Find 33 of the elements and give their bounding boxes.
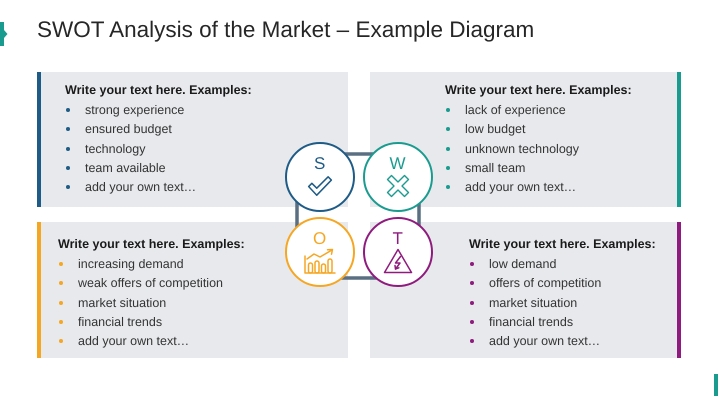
text-panel (37, 222, 348, 358)
diagram-title: SWOT Analysis of the Market – Example Diagram (37, 16, 534, 44)
list-item: lack of experience (465, 102, 566, 118)
list-item: low budget (465, 121, 526, 138)
quadrant-letter: T (392, 230, 403, 248)
text-panel (370, 222, 681, 358)
list-item: increasing demand (78, 256, 184, 272)
list-item: market situation (489, 294, 578, 311)
quadrant-letter: W (390, 155, 406, 173)
list-item: ensured budget (85, 121, 172, 138)
list-item: small team (465, 160, 526, 176)
quadrant-letter: O (313, 230, 326, 248)
panel-heading: Write your text here. Examples: (65, 82, 252, 98)
list-item: weak offers of competition (78, 275, 223, 292)
list-item: market situation (78, 294, 166, 311)
list-item: offers of competition (489, 275, 602, 292)
text-panel (37, 72, 348, 207)
list-item: technology (85, 140, 146, 157)
list-item: financial trends (489, 314, 574, 330)
list-item: strong experience (85, 102, 184, 118)
list-item: add your own text… (85, 179, 196, 196)
panel-heading: Write your text here. Examples: (58, 236, 245, 252)
list-item: financial trends (78, 314, 162, 330)
list-item: add your own text… (78, 333, 190, 350)
panel-heading: Write your text here. Examples: (469, 236, 656, 252)
quadrant-letter: S (314, 155, 326, 173)
panel-heading: Write your text here. Examples: (445, 82, 632, 98)
list-item: unknown technology (465, 140, 579, 157)
list-item: add your own text… (489, 333, 600, 350)
list-item: team available (85, 160, 166, 176)
list-item: add your own text… (465, 179, 576, 196)
list-item: low demand (489, 256, 556, 272)
text-panel (370, 72, 681, 207)
